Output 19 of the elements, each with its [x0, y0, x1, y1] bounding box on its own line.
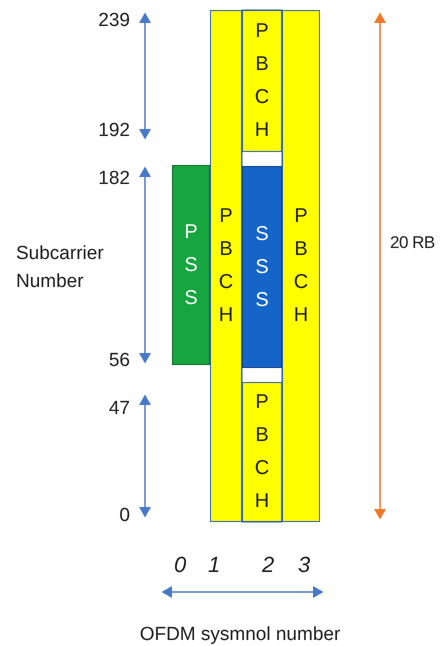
axis-tick-label: 47	[108, 398, 130, 420]
sss-block: S S S	[242, 166, 282, 368]
pbch-block: P B C H	[210, 10, 242, 522]
axis-title: OFDM sysmnol number	[140, 624, 340, 646]
axis-tick-label: 3	[298, 552, 310, 578]
axis-tick-label: 239	[98, 10, 130, 32]
axis-tick-label: 192	[98, 120, 130, 142]
pbch-block: P B C H	[242, 382, 282, 522]
axis-tick-label: 1	[208, 552, 220, 578]
axis-tick-label: 182	[98, 168, 130, 190]
axis-tick-label: 0	[174, 552, 186, 578]
pss-block: P S S	[172, 165, 210, 365]
pbch-block: P B C H	[242, 10, 282, 152]
axis-tick-label: 0	[119, 505, 130, 527]
pbch-block: P B C H	[282, 10, 320, 522]
axis-tick-label: 56	[108, 350, 130, 372]
axis-tick-label: 2	[262, 552, 274, 578]
axis-title: Subcarrier Number	[16, 242, 105, 294]
dimension-label: 20 RB	[390, 233, 435, 253]
